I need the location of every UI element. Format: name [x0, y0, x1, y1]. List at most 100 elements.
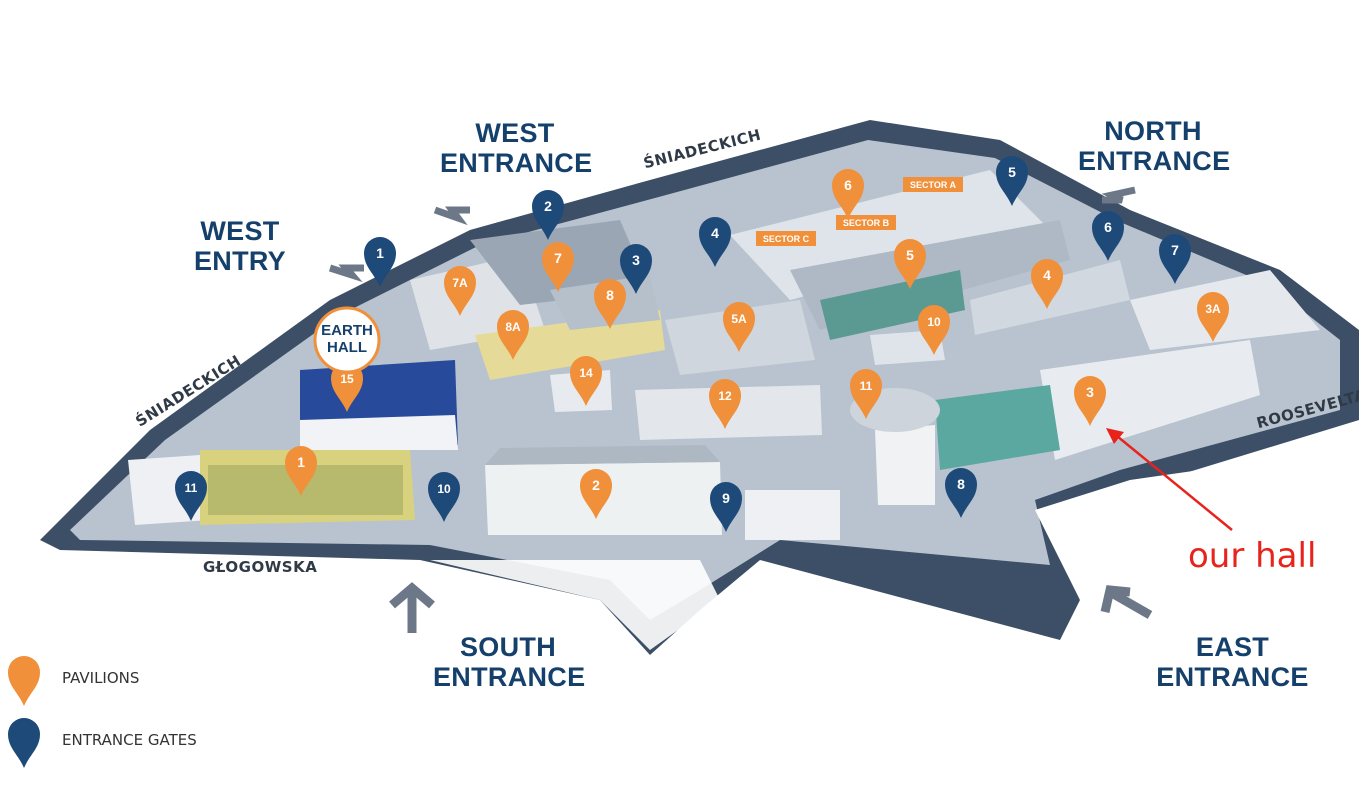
earth-hall-badge [313, 306, 381, 374]
gate-pin-5[interactable]: 5 [996, 156, 1028, 206]
legend-gates: ENTRANCE GATES [8, 722, 197, 758]
gate-pin-3[interactable]: 3 [620, 244, 652, 294]
pavilion-pin-2[interactable]: 2 [580, 469, 612, 519]
pavilion-pin-12-number: 12 [718, 389, 732, 403]
pavilion-pin-10-number: 10 [927, 315, 941, 329]
pavilion-15-wall [300, 415, 458, 450]
pavilion-pin-1-marker [285, 446, 317, 496]
pavilion-pin-6-marker [832, 169, 864, 219]
gate-pin-9[interactable]: 9 [710, 482, 742, 532]
gate-pin-10[interactable]: 10 [428, 472, 460, 522]
pavilion-3-building [1040, 340, 1260, 460]
pavilion-pin-3-marker [1074, 376, 1106, 426]
legend-gate-pin-marker [8, 718, 40, 768]
earth-hall-label: EARTH HALL [316, 320, 378, 374]
pavilion-pin-5[interactable]: 5 [894, 239, 926, 289]
gate-pin-9-number: 9 [722, 490, 730, 506]
legend-gates-text: ENTRANCE GATES [62, 731, 197, 749]
east-entrance-label: EAST ENTRANCE [1155, 632, 1310, 692]
pavilion-pin-3a-marker [1197, 292, 1229, 342]
west-entry-line1: WEST [200, 216, 280, 246]
gate-pin-2-number: 2 [544, 198, 552, 214]
pavilion-pin-3[interactable]: 3 [1074, 376, 1106, 426]
pavilion-pin-3a-number: 3A [1205, 302, 1221, 316]
gate-pin-11[interactable]: 11 [175, 471, 207, 521]
legend-pins [8, 656, 40, 768]
legend-gate-pin[interactable] [8, 718, 40, 768]
gate-pin-4-marker [699, 217, 731, 267]
gate-pin-8-number: 8 [957, 476, 965, 492]
pavilion-pin-11-number: 11 [860, 379, 873, 393]
pavilion-pin-4-marker [1031, 259, 1063, 309]
legend-pavilion-pin[interactable] [8, 656, 40, 706]
east-plaza [1035, 470, 1200, 600]
pavilion-pin-8a-number: 8A [505, 320, 521, 334]
pavilion-pin-7[interactable]: 7 [542, 242, 574, 292]
gate-pin-6-number: 6 [1104, 219, 1112, 235]
pavilion-pin-11-marker [850, 369, 882, 419]
pavilion-pin-15-number: 15 [340, 372, 354, 386]
pavilion-pin-1[interactable]: 1 [285, 446, 317, 496]
legend-pavilions-text: PAVILIONS [62, 669, 140, 687]
pavilion-3-facade [935, 385, 1060, 470]
pavilion-pin-12[interactable]: 12 [709, 379, 741, 429]
gate-pin-4[interactable]: 4 [699, 217, 731, 267]
legend-gate-pin-icon [8, 722, 40, 758]
pavilion-pin-8-number: 8 [606, 287, 614, 303]
pavilion-pin-2-number: 2 [592, 477, 600, 493]
pavilion-pin-10[interactable]: 10 [918, 305, 950, 355]
pavilion-pin-5-marker [894, 239, 926, 289]
pavilion-pin-11[interactable]: 11 [850, 369, 882, 419]
pavilion-pin-7a[interactable]: 7A [444, 266, 476, 316]
north-entrance-line2: ENTRANCE [1078, 146, 1231, 176]
pavilion-pin-5-number: 5 [906, 247, 914, 263]
legend-pavilion-pin-marker [8, 656, 40, 706]
pavilion-pin-14-marker [570, 356, 602, 406]
pavilion-pin-3-number: 3 [1086, 384, 1094, 400]
earth-hall-line1: EARTH [321, 322, 373, 339]
south-entrance-line1: SOUTH [460, 632, 556, 662]
legend-pavilion-pin-icon [8, 660, 40, 696]
sector-tag-label: SECTOR C [763, 234, 810, 244]
pavilion-pin-14-number: 14 [579, 366, 593, 380]
arrow-west-entry [328, 264, 364, 283]
south-entrance-label: SOUTH ENTRANCE [433, 632, 586, 692]
gate-pin-7-marker [1159, 234, 1191, 284]
building [745, 490, 840, 540]
gate-pin-7[interactable]: 7 [1159, 234, 1191, 284]
legend-pavilions: PAVILIONS [8, 660, 139, 696]
gate-pin-5-number: 5 [1008, 164, 1016, 180]
pavilion-pin-4[interactable]: 4 [1031, 259, 1063, 309]
west-entrance-line1: WEST [475, 118, 555, 148]
pavilion-pin-8-marker [594, 279, 626, 329]
south-entrance-line2: ENTRANCE [433, 662, 586, 692]
gate-pin-6[interactable]: 6 [1092, 211, 1124, 261]
pavilion-pin-3a[interactable]: 3A [1197, 292, 1229, 342]
pavilion-pin-5a-number: 5A [731, 312, 747, 326]
sector-tag-bg [836, 215, 896, 230]
tower-building [875, 425, 935, 505]
earth-hall-line2: HALL [327, 339, 367, 356]
gate-pin-1[interactable]: 1 [364, 237, 396, 287]
gate-pin-8[interactable]: 8 [945, 468, 977, 518]
pavilion-pin-5a-marker [723, 302, 755, 352]
pavilion-pin-8a[interactable]: 8A [497, 310, 529, 360]
pavilion-pin-15[interactable]: 15 [331, 362, 363, 412]
pavilion-pin-8[interactable]: 8 [594, 279, 626, 329]
north-entrance-line1: NORTH [1104, 116, 1202, 146]
east-entrance-line1: EAST [1195, 632, 1270, 662]
our-hall-annotation: our hall [1188, 536, 1317, 576]
pavilion-pin-14[interactable]: 14 [570, 356, 602, 406]
gate-pin-1-number: 1 [376, 245, 384, 261]
south-plaza [430, 560, 720, 650]
pavilion-pin-15-marker [331, 362, 363, 412]
pavilion-pin-1-number: 1 [297, 454, 305, 470]
pavilion-pin-5a[interactable]: 5A [723, 302, 755, 352]
gate-pin-2[interactable]: 2 [532, 190, 564, 240]
pavilion-pin-6[interactable]: 6 [832, 169, 864, 219]
sector-tag-label: SECTOR B [843, 218, 890, 228]
pavilion-pin-8a-marker [497, 310, 529, 360]
pavilion-5-facade [820, 270, 965, 340]
west-entrance-line2: ENTRANCE [440, 148, 593, 178]
